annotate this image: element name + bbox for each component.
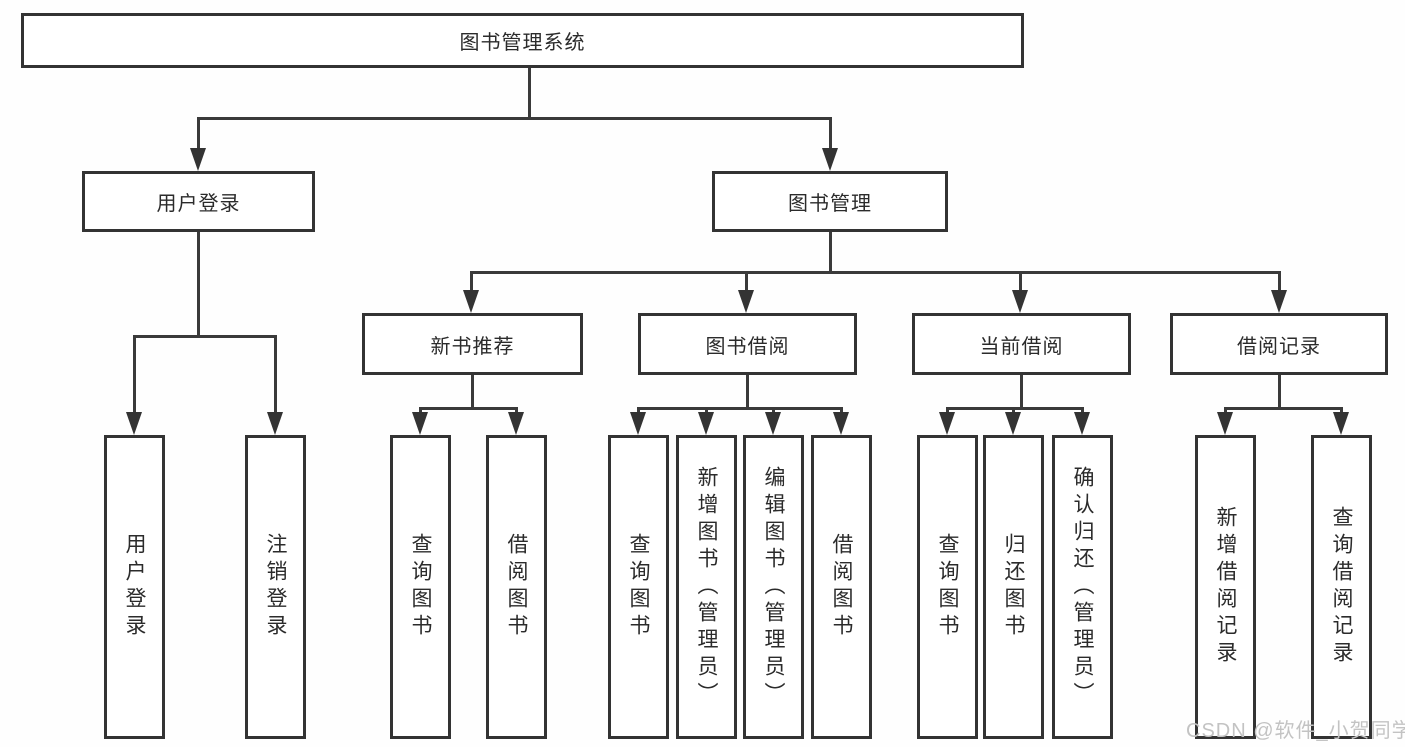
leaf-query-book-recommend: 查询图书 [390, 435, 451, 739]
leaf-query-book-current: 查询图书 [917, 435, 978, 739]
connector-line [470, 273, 473, 292]
leaf-edit-book-admin-label: 编辑图书（管理员） [762, 465, 785, 709]
connector-line [197, 119, 200, 150]
leaf-borrow-book-borrow-label: 借阅图书 [830, 533, 853, 641]
arrowhead-down-icon [698, 412, 714, 435]
connector-line [471, 375, 474, 407]
arrowhead-down-icon [630, 412, 646, 435]
arrowhead-down-icon [738, 290, 754, 313]
leaf-query-book-recommend-label: 查询图书 [409, 533, 432, 641]
node-user-login-label: 用户登录 [156, 193, 241, 215]
node-book-borrow: 图书借阅 [638, 313, 857, 375]
leaf-borrow-book-recommend-label: 借阅图书 [505, 533, 528, 641]
arrowhead-down-icon [267, 412, 283, 435]
node-root: 图书管理系统 [21, 13, 1024, 68]
connector-line [829, 119, 832, 150]
node-current-borrow-label: 当前借阅 [979, 335, 1064, 358]
arrowhead-down-icon [508, 412, 524, 435]
connector-line [829, 232, 832, 271]
connector-line [746, 375, 749, 407]
leaf-return-book-label: 归还图书 [1002, 533, 1025, 641]
arrowhead-down-icon [765, 412, 781, 435]
leaf-user-login-label: 用户登录 [123, 533, 146, 641]
arrowhead-down-icon [1074, 412, 1090, 435]
connector-line [1278, 375, 1281, 407]
connector-line [528, 68, 531, 117]
leaf-borrow-book-recommend: 借阅图书 [486, 435, 547, 739]
leaf-add-borrow-record: 新增借阅记录 [1195, 435, 1256, 739]
arrowhead-down-icon [190, 148, 206, 171]
node-book-borrow-label: 图书借阅 [705, 335, 790, 358]
leaf-query-borrow-record: 查询借阅记录 [1311, 435, 1372, 739]
leaf-query-borrow-record-label: 查询借阅记录 [1330, 506, 1353, 668]
arrowhead-down-icon [822, 148, 838, 171]
connector-line [419, 407, 518, 410]
arrowhead-down-icon [833, 412, 849, 435]
leaf-add-book-admin: 新增图书（管理员） [676, 435, 737, 739]
arrowhead-down-icon [1005, 412, 1021, 435]
leaf-confirm-return-admin: 确认归还（管理员） [1052, 435, 1113, 739]
leaf-logout-label: 注销登录 [264, 533, 287, 641]
node-new-book-recommend: 新书推荐 [362, 313, 583, 375]
connector-line [274, 337, 277, 413]
leaf-borrow-book-borrow: 借阅图书 [811, 435, 872, 739]
arrowhead-down-icon [939, 412, 955, 435]
leaf-edit-book-admin: 编辑图书（管理员） [743, 435, 804, 739]
leaf-return-book: 归还图书 [983, 435, 1044, 739]
arrowhead-down-icon [412, 412, 428, 435]
node-book-management: 图书管理 [712, 171, 948, 232]
leaf-logout: 注销登录 [245, 435, 306, 739]
connector-line [1224, 407, 1343, 410]
node-current-borrow: 当前借阅 [912, 313, 1131, 375]
connector-line [1019, 273, 1022, 292]
node-borrow-records: 借阅记录 [1170, 313, 1388, 375]
connector-line [197, 232, 200, 335]
connector-line [197, 117, 832, 120]
arrowhead-down-icon [1271, 290, 1287, 313]
leaf-confirm-return-admin-label: 确认归还（管理员） [1071, 465, 1094, 709]
leaf-add-book-admin-label: 新增图书（管理员） [695, 465, 718, 709]
connector-line [745, 273, 748, 292]
connector-line [470, 271, 1281, 274]
node-user-login: 用户登录 [82, 171, 315, 232]
leaf-query-book-borrow-label: 查询图书 [627, 533, 650, 641]
connector-line [133, 335, 277, 338]
node-borrow-records-label: 借阅记录 [1237, 335, 1321, 358]
connector-line [946, 407, 1084, 410]
node-root-label: 图书管理系统 [459, 32, 586, 54]
connector-line [637, 407, 843, 410]
connector-line [1020, 375, 1023, 407]
leaf-query-book-borrow: 查询图书 [608, 435, 669, 739]
arrowhead-down-icon [463, 290, 479, 313]
connector-line [133, 337, 136, 413]
connector-line [1278, 273, 1281, 292]
leaf-query-book-current-label: 查询图书 [936, 533, 959, 641]
arrowhead-down-icon [126, 412, 142, 435]
arrowhead-down-icon [1333, 412, 1349, 435]
arrowhead-down-icon [1217, 412, 1233, 435]
arrowhead-down-icon [1012, 290, 1028, 313]
node-book-management-label: 图书管理 [788, 193, 872, 215]
node-new-book-recommend-label: 新书推荐 [430, 335, 515, 358]
leaf-add-borrow-record-label: 新增借阅记录 [1214, 506, 1237, 668]
leaf-user-login: 用户登录 [104, 435, 165, 739]
